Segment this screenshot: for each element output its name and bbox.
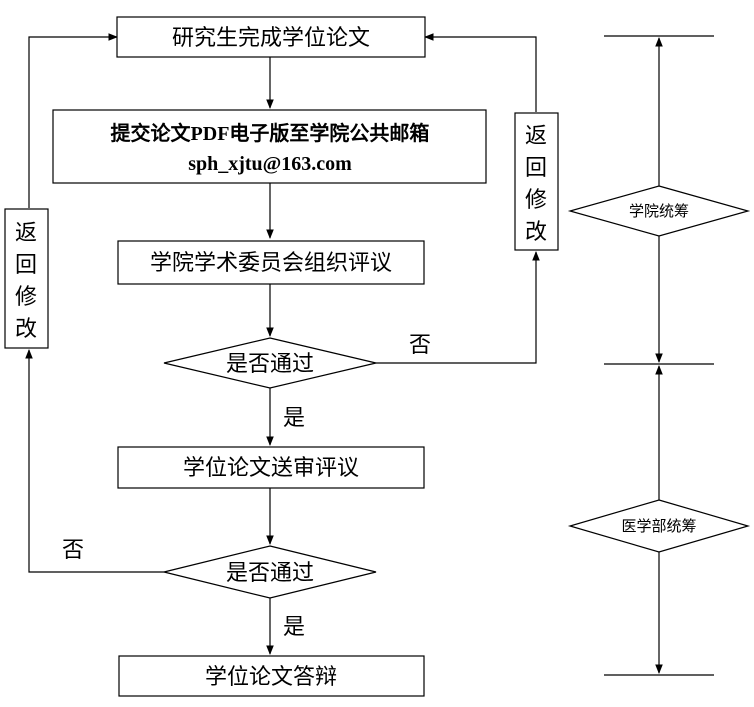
scope-college-diamond [567, 185, 751, 237]
node-college-review [117, 240, 425, 285]
left-return-char-1: 返 [15, 221, 37, 246]
left-return-box [4, 208, 49, 349]
node-submit-pdf [52, 109, 487, 184]
arrow-decision2-no-to-left-return [25, 349, 164, 573]
node-college-review-label: 学院学术委员会组织评议 [150, 251, 392, 276]
right-return-char-4: 改 [525, 220, 547, 245]
left-return-char-2: 回 [15, 253, 37, 278]
node-complete-thesis [116, 16, 426, 58]
node-defense-label: 学位论文答辩 [205, 665, 337, 690]
decision-1-diamond [163, 337, 377, 389]
decision-2-no-label: 否 [62, 538, 84, 563]
scope-college-label: 学院统筹 [629, 202, 689, 220]
decision-2-diamond [163, 545, 377, 599]
right-return-char-2: 回 [525, 156, 547, 181]
decision-2-label: 是否通过 [226, 561, 314, 586]
arrow-left-return-to-complete [28, 33, 118, 208]
node-submit-pdf-email: sph_xjtu@163.com [188, 153, 352, 175]
decision-1-label: 是否通过 [226, 352, 314, 377]
left-return-char-4: 改 [15, 317, 37, 342]
node-defense [118, 655, 425, 697]
node-complete-thesis-label: 研究生完成学位论文 [172, 26, 370, 51]
right-return-char-3: 修 [525, 188, 547, 213]
right-return-char-1: 返 [525, 124, 547, 149]
arrow-right-return-to-complete [424, 33, 537, 112]
decision-1-yes-label: 是 [283, 406, 305, 431]
scope-medical-label: 医学部统筹 [621, 517, 696, 535]
scope-medical-diamond [567, 499, 751, 553]
arrow-decision1-no-to-right-return [376, 251, 540, 364]
right-return-box [514, 112, 559, 251]
node-external-review-label: 学位论文送审评议 [183, 456, 359, 481]
node-submit-pdf-label: 提交论文PDF电子版至学院公共邮箱 [111, 121, 430, 145]
decision-2-yes-label: 是 [283, 615, 305, 640]
left-return-char-3: 修 [15, 285, 37, 310]
decision-1-no-label: 否 [409, 333, 431, 358]
node-external-review [117, 446, 425, 489]
